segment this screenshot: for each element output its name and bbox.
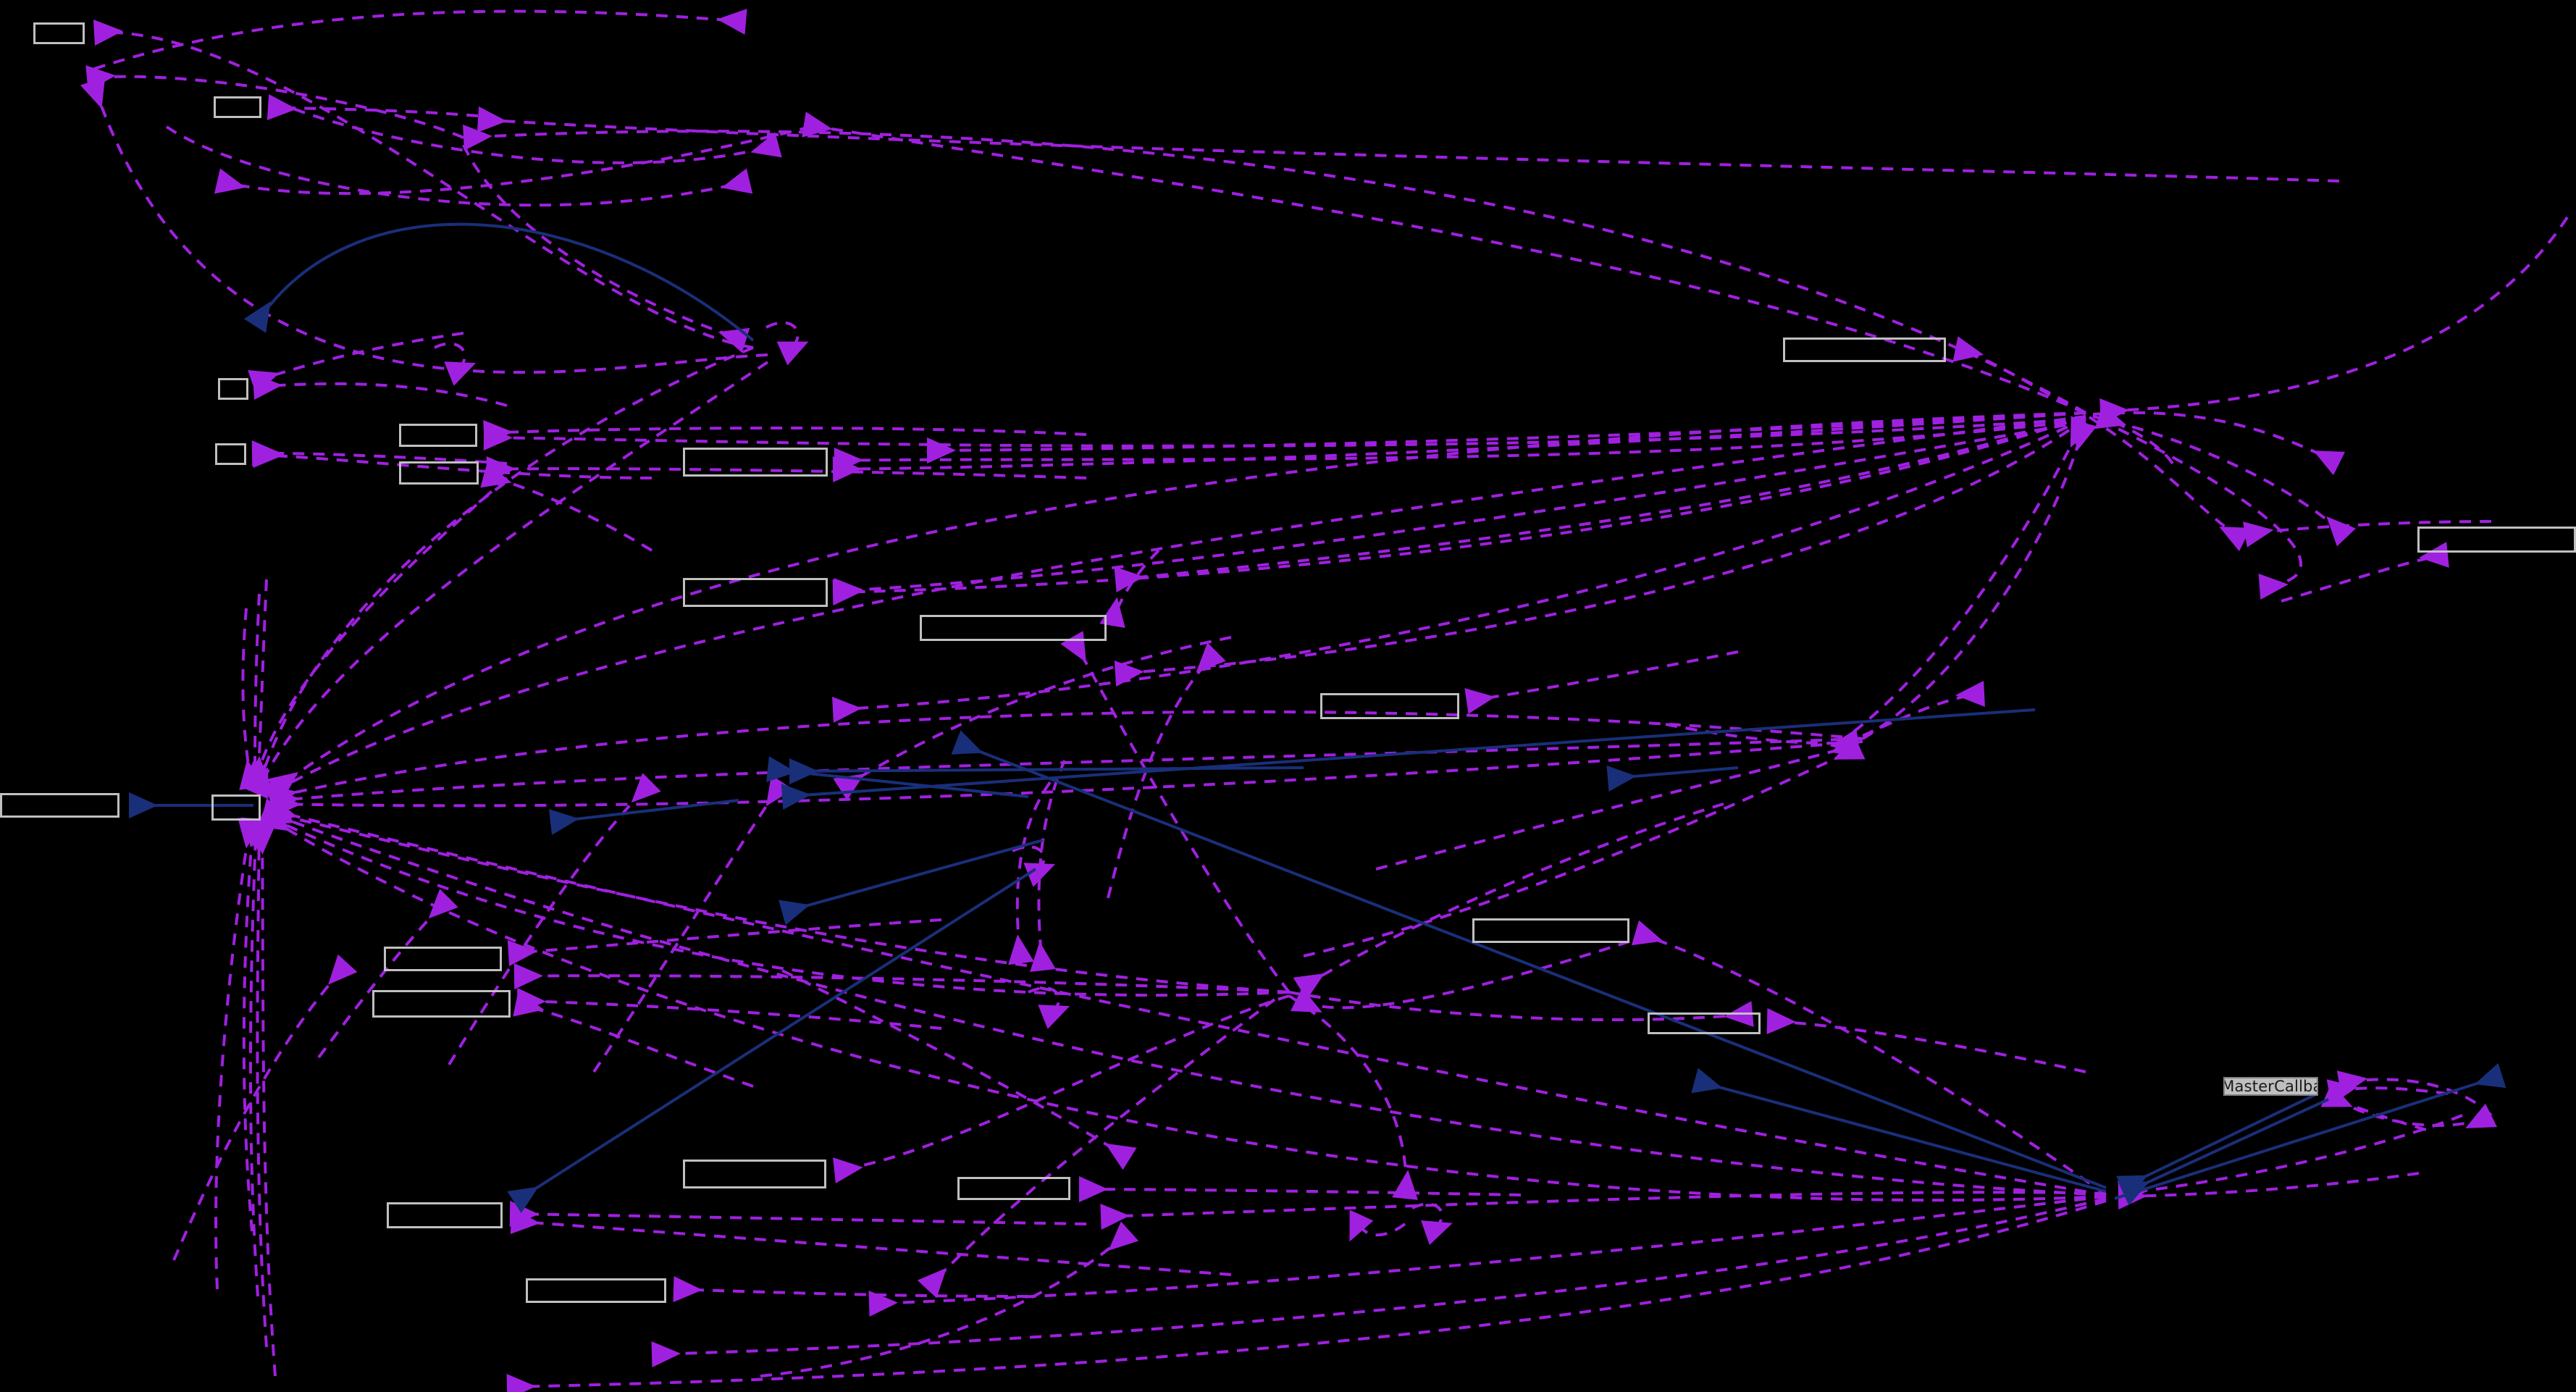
graph-node[interactable] [683, 1160, 826, 1188]
graph-node[interactable] [372, 990, 511, 1018]
graph-node-label: RFMasterCallback [2223, 1077, 2317, 1095]
graph-node[interactable] [957, 1177, 1070, 1200]
graph-node[interactable] [215, 443, 246, 465]
graph-node[interactable] [214, 96, 261, 118]
graph-node[interactable] [683, 578, 828, 607]
graph-node[interactable] [683, 448, 828, 477]
graph-node[interactable] [1320, 693, 1459, 719]
graph-node-highlighted[interactable]: RFMasterCallback [2223, 1077, 2318, 1096]
graph-node[interactable] [399, 424, 477, 447]
graph-node[interactable] [920, 615, 1107, 641]
graph-node[interactable] [1472, 918, 1629, 943]
callee-edges [129, 222, 2506, 1214]
graph-node[interactable] [0, 793, 119, 818]
graph-node[interactable] [33, 22, 85, 44]
graph-node[interactable] [2417, 527, 2576, 553]
graph-node[interactable] [1783, 337, 1946, 362]
graph-node[interactable] [526, 1278, 666, 1303]
graph-node[interactable] [1648, 1012, 1761, 1034]
graph-node[interactable] [218, 378, 248, 400]
graph-node[interactable] [387, 1202, 503, 1228]
graph-node[interactable] [211, 794, 261, 821]
graph-node[interactable] [384, 947, 502, 971]
graph-node[interactable] [399, 461, 479, 485]
